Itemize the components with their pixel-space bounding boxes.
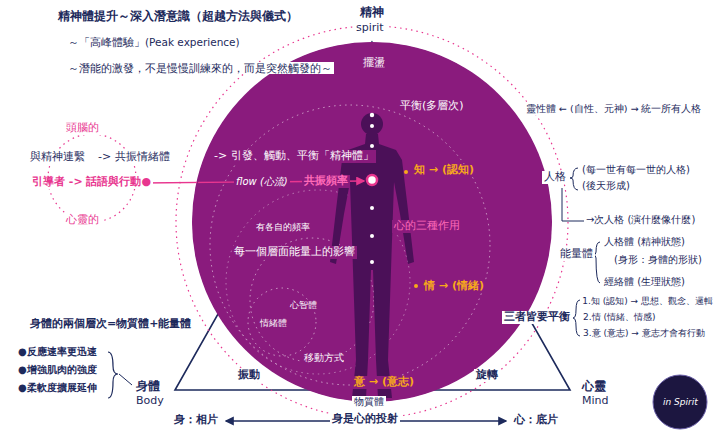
- text-label: ～「高峰體驗」(Peak experience): [66, 36, 242, 48]
- title: 精神體提升～深入潛意識（超越方法與儀式）: [56, 10, 300, 24]
- text-label: 引導者 -> 話語與行動●: [30, 176, 153, 189]
- node-text: 每一個層面能量上的影響: [232, 246, 357, 259]
- text-label: (身形：身體的形狀): [612, 254, 704, 266]
- mind-dot: [414, 284, 418, 288]
- text-label: (後天形成): [580, 180, 632, 192]
- text-label: 人格體 (精神狀態): [602, 236, 687, 248]
- node-text: 平衡(多層次): [398, 100, 466, 113]
- text-label: ●反應速率更迅速: [16, 346, 99, 358]
- node-text: flow (心流): [234, 176, 290, 188]
- text-label: 身體的兩個層次=物質體+能量體: [28, 318, 193, 331]
- text-label: 身體: [134, 380, 162, 394]
- chakra-dot: [370, 144, 374, 148]
- text-label: (每一世有每一世的人格): [580, 164, 692, 176]
- text-label: 身：相片: [172, 414, 220, 427]
- node-text: 意 → (意志): [352, 376, 416, 389]
- chakra-dot: [370, 113, 374, 117]
- node-text: 情 → (情緒): [422, 280, 486, 293]
- text-label: 心靈: [580, 380, 608, 394]
- text-label: Mind: [580, 395, 611, 408]
- node-text: in Spirit: [661, 397, 700, 407]
- chakra-dot: [370, 260, 374, 264]
- heart-dot: [367, 175, 377, 185]
- logo-circle: in Spirit: [652, 374, 708, 430]
- silhouette-head: [361, 113, 383, 135]
- text-label: Body: [134, 395, 166, 408]
- leader-line: [562, 188, 584, 221]
- node-text: 知 → (認知): [412, 164, 476, 177]
- purple-disk: [192, 42, 552, 402]
- text-label: 2.情 (情緒、情感): [581, 312, 657, 322]
- text-label: 經絡體 (生理狀態): [602, 276, 687, 288]
- chakra-dot: [370, 206, 374, 210]
- mind-circle: 擺盪 -> 引發、觸動、平衡「精神體」 平衡(多層次) flow (心流) 共振頻率 知 …: [192, 42, 552, 402]
- outer-ring: [176, 26, 568, 418]
- node-text: 心的三種作用: [392, 220, 462, 233]
- node-text: 移動方式: [302, 352, 346, 364]
- text-label: 物質體: [352, 396, 386, 408]
- chakra-dot: [370, 124, 374, 128]
- node-text: -> 引發、觸動、平衡「精神體」: [212, 150, 376, 163]
- text-label: 3.意 (意志) → 意志才會有行動: [581, 328, 707, 338]
- text-label: 身是心的投射: [330, 413, 400, 426]
- node-shape: [653, 375, 707, 429]
- bracket: [573, 300, 580, 336]
- text-label: 與精神連繫: [28, 151, 87, 164]
- inner-ring: [248, 288, 316, 356]
- chakra-dot: [370, 234, 374, 238]
- text-label: 頭腦的: [64, 122, 101, 135]
- text-label: →次人格 (演什麼像什麼): [584, 214, 697, 226]
- text-label: ●增強肌肉的強度: [16, 364, 99, 376]
- text-label: 1.知 (認知) → 思想、觀念、邏輯: [580, 296, 715, 306]
- bracket: [108, 352, 118, 398]
- inner-ring: [210, 105, 490, 385]
- node-text: 共振頻率: [302, 175, 350, 188]
- text-label: ～潛能的激發，不是慢慢訓練來的，而是突然觸發的～: [66, 62, 334, 74]
- text-label: 三者皆要平衡: [502, 311, 572, 324]
- text-label: 靈性體 ← (自性、元神) → 統一所有人格: [524, 104, 703, 115]
- text-label: 心：底片: [512, 414, 560, 427]
- text-label: spirit: [354, 22, 386, 35]
- text-label: 精神: [358, 6, 386, 20]
- leader-line: [119, 374, 132, 385]
- text-label: 旋轉: [474, 369, 500, 382]
- text-label: ●柔軟度擴展延伸: [16, 382, 99, 394]
- node-outline: [192, 42, 552, 402]
- node-text: 情緒體: [258, 318, 289, 328]
- text-label: 振動: [236, 369, 262, 382]
- text-label: -> 共振情緒體: [96, 151, 172, 164]
- node-shape: [193, 43, 551, 401]
- text-label: 心靈的: [64, 214, 101, 227]
- node-text: 擺盪: [361, 57, 387, 70]
- bracket: [570, 168, 578, 190]
- node-text: 有各自的頻率: [254, 222, 312, 232]
- mind-dot: [404, 170, 408, 174]
- text-label: 人格: [542, 171, 568, 184]
- node-text: 心智體: [288, 300, 319, 310]
- text-label: 能量體: [558, 248, 595, 261]
